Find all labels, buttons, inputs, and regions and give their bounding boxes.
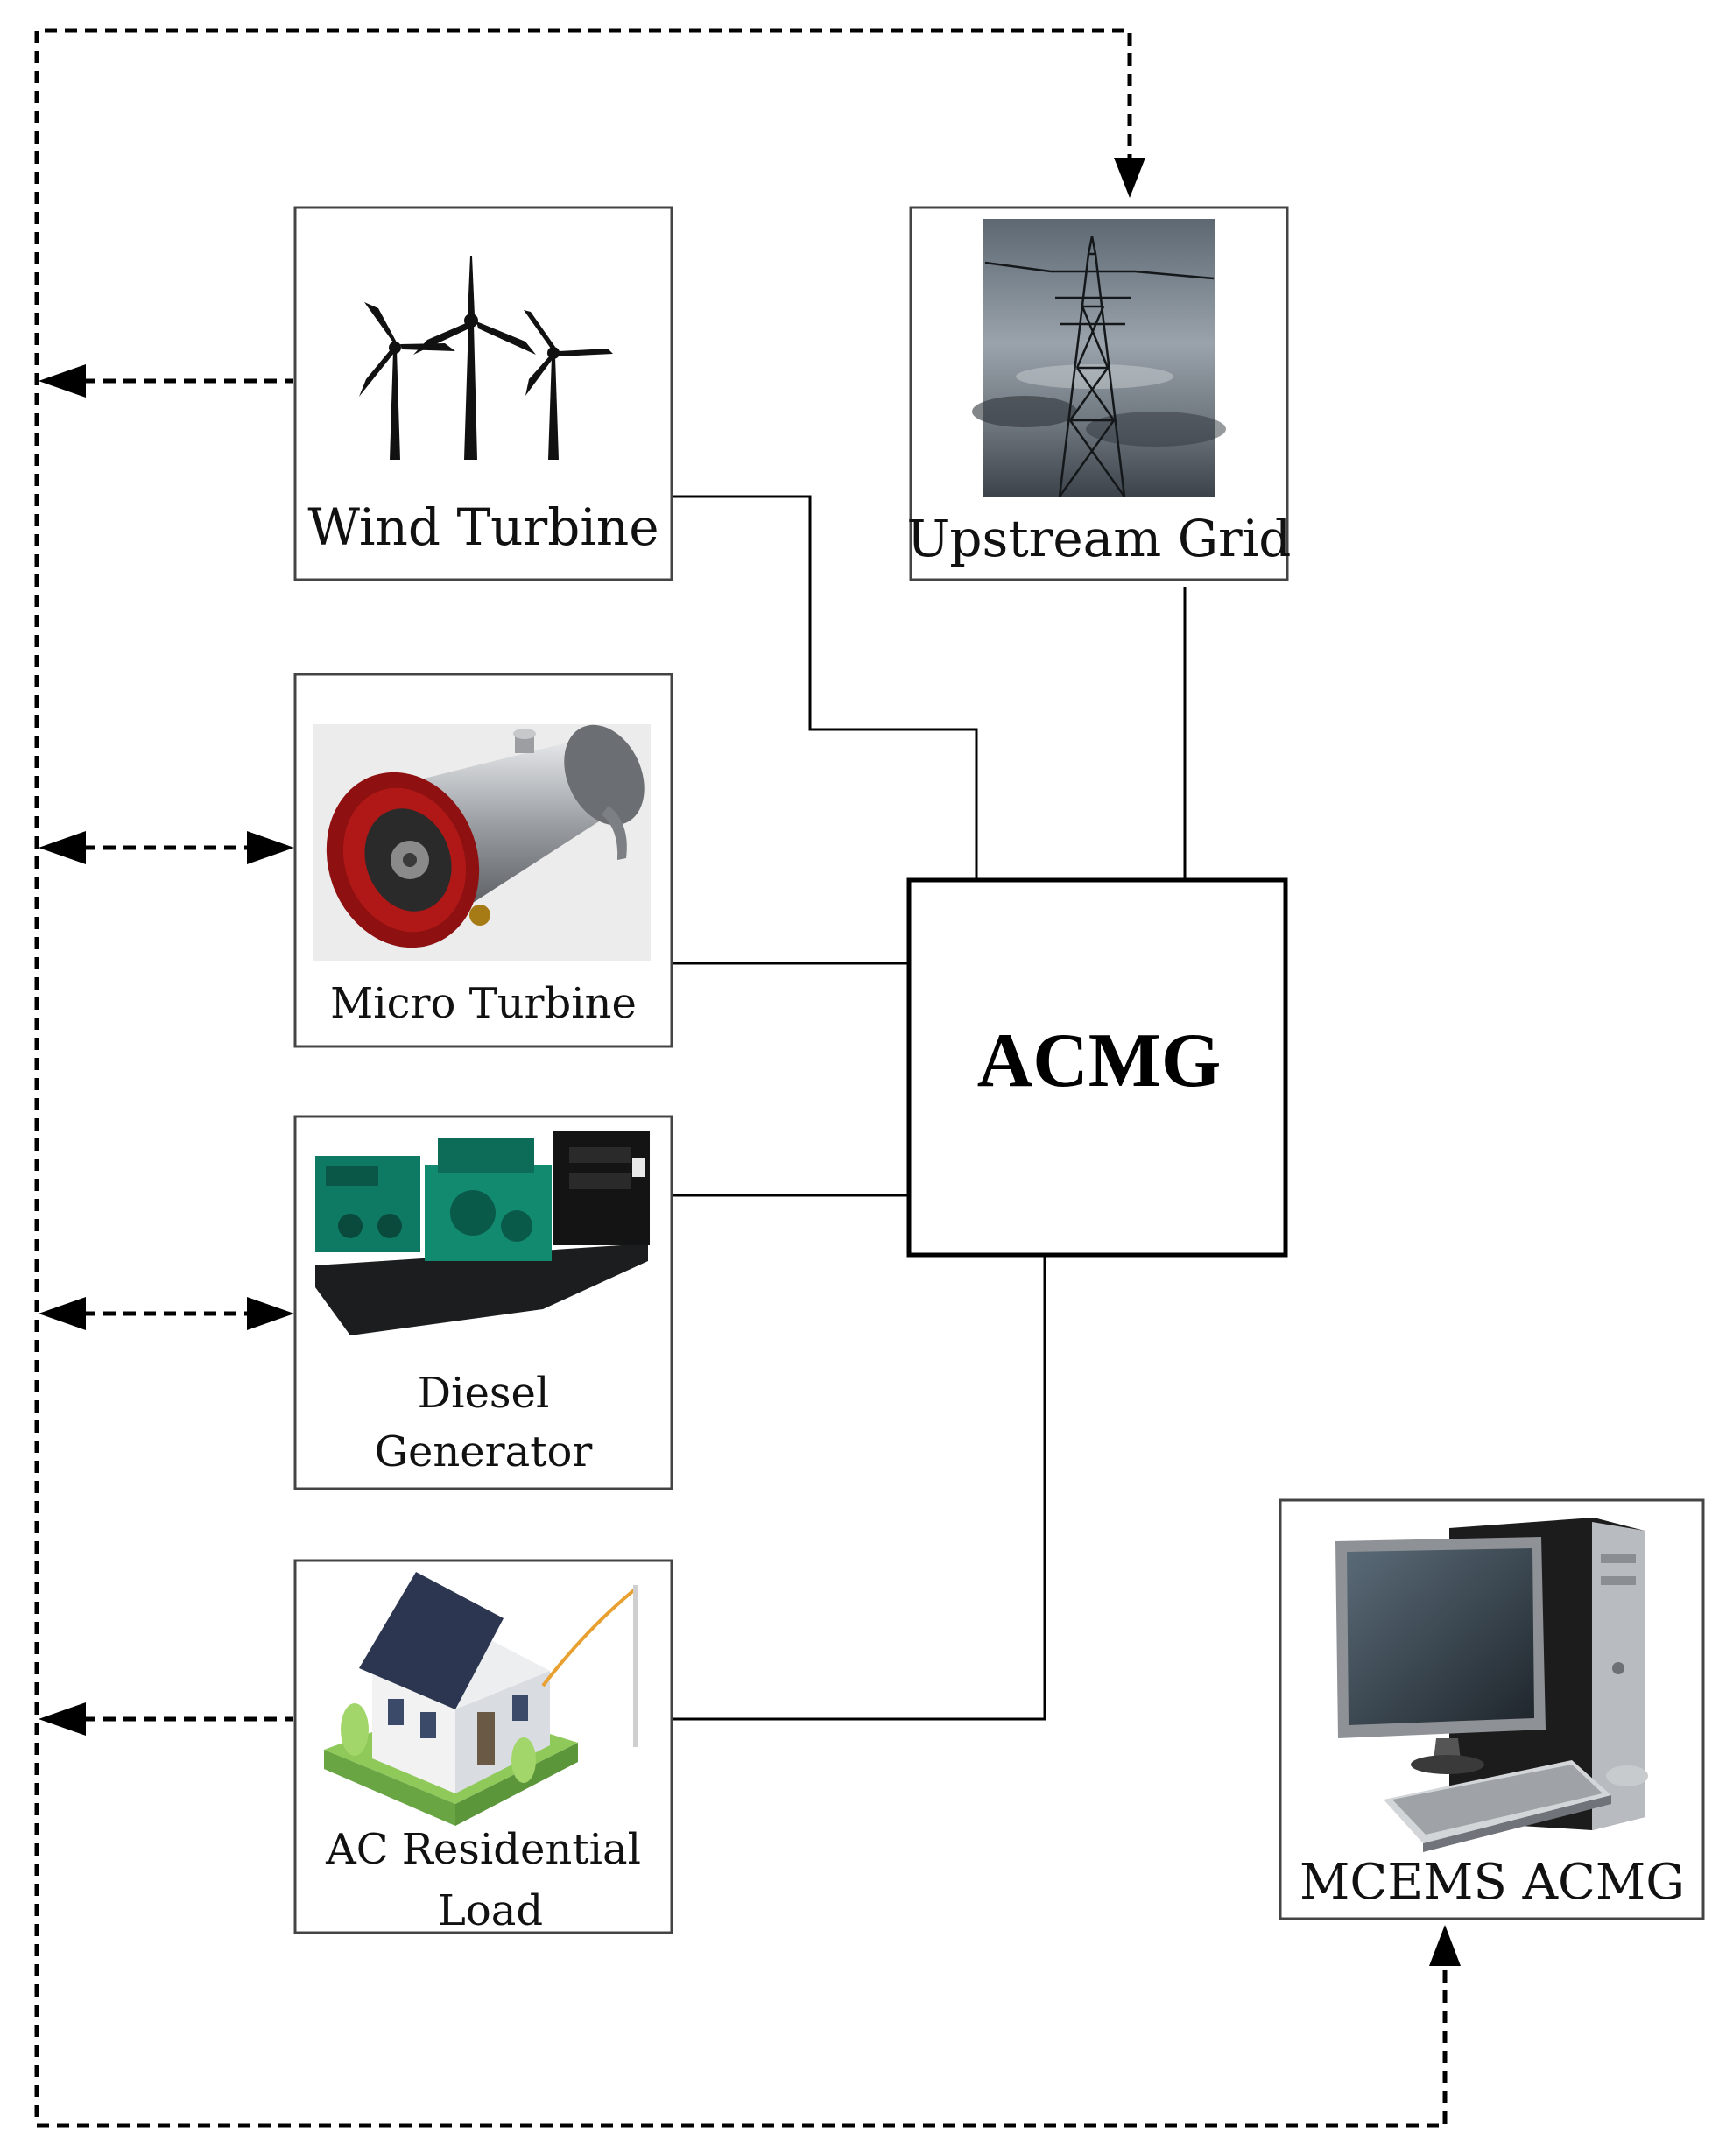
ac-residential-load-label-line1: AC Residential xyxy=(325,1825,641,1874)
upstream-grid-node: Upstream Grid xyxy=(907,206,1292,581)
arrow-load-bus xyxy=(39,1702,86,1736)
arrow-to-mcems xyxy=(1429,1925,1461,1966)
arrow-diesel-node xyxy=(247,1297,294,1330)
upstream-grid-label: Upstream Grid xyxy=(907,509,1292,568)
micro-turbine-node: Micro Turbine xyxy=(293,673,673,1048)
mcems-acmg-label: MCEMS ACMG xyxy=(1300,1854,1685,1911)
wind-turbine-box xyxy=(293,206,673,581)
ac-residential-load-label-line2: Load xyxy=(438,1886,543,1935)
micro-turbine-icon xyxy=(313,724,651,961)
ac-residential-load-node: AC Residential Load xyxy=(293,1559,673,1935)
line-load-to-hub xyxy=(672,1255,1046,1721)
arrow-micro-bus xyxy=(39,831,86,864)
acmg-hub: ACMG xyxy=(906,877,1288,1258)
desktop-computer-icon xyxy=(1335,1518,1648,1852)
line-wind-to-hub xyxy=(672,495,978,880)
communication-lines xyxy=(34,28,1448,2128)
arrowheads xyxy=(39,158,1461,1966)
diesel-generator-label-line2: Generator xyxy=(375,1427,593,1476)
arrow-to-grid xyxy=(1114,158,1145,198)
diesel-generator-label-line1: Diesel xyxy=(418,1369,550,1418)
house-icon xyxy=(324,1572,638,1826)
arrow-wind-bus xyxy=(39,364,86,398)
mcems-acmg-node: MCEMS ACMG xyxy=(1279,1498,1705,1920)
transmission-tower-icon xyxy=(972,219,1226,497)
diesel-generator-icon xyxy=(315,1131,650,1335)
power-lines xyxy=(672,495,1187,1721)
wind-turbine-label: Wind Turbine xyxy=(307,497,659,557)
acmg-label: ACMG xyxy=(977,1018,1222,1103)
acmg-box xyxy=(906,877,1288,1258)
comm-bus xyxy=(34,28,1448,2128)
arrow-diesel-bus xyxy=(39,1297,86,1330)
diesel-generator-node: Diesel Generator xyxy=(293,1115,673,1490)
wind-turbine-icon xyxy=(359,256,613,460)
arrow-micro-node xyxy=(247,831,294,864)
wind-turbine-node: Wind Turbine xyxy=(293,206,673,581)
micro-turbine-label: Micro Turbine xyxy=(330,979,637,1028)
